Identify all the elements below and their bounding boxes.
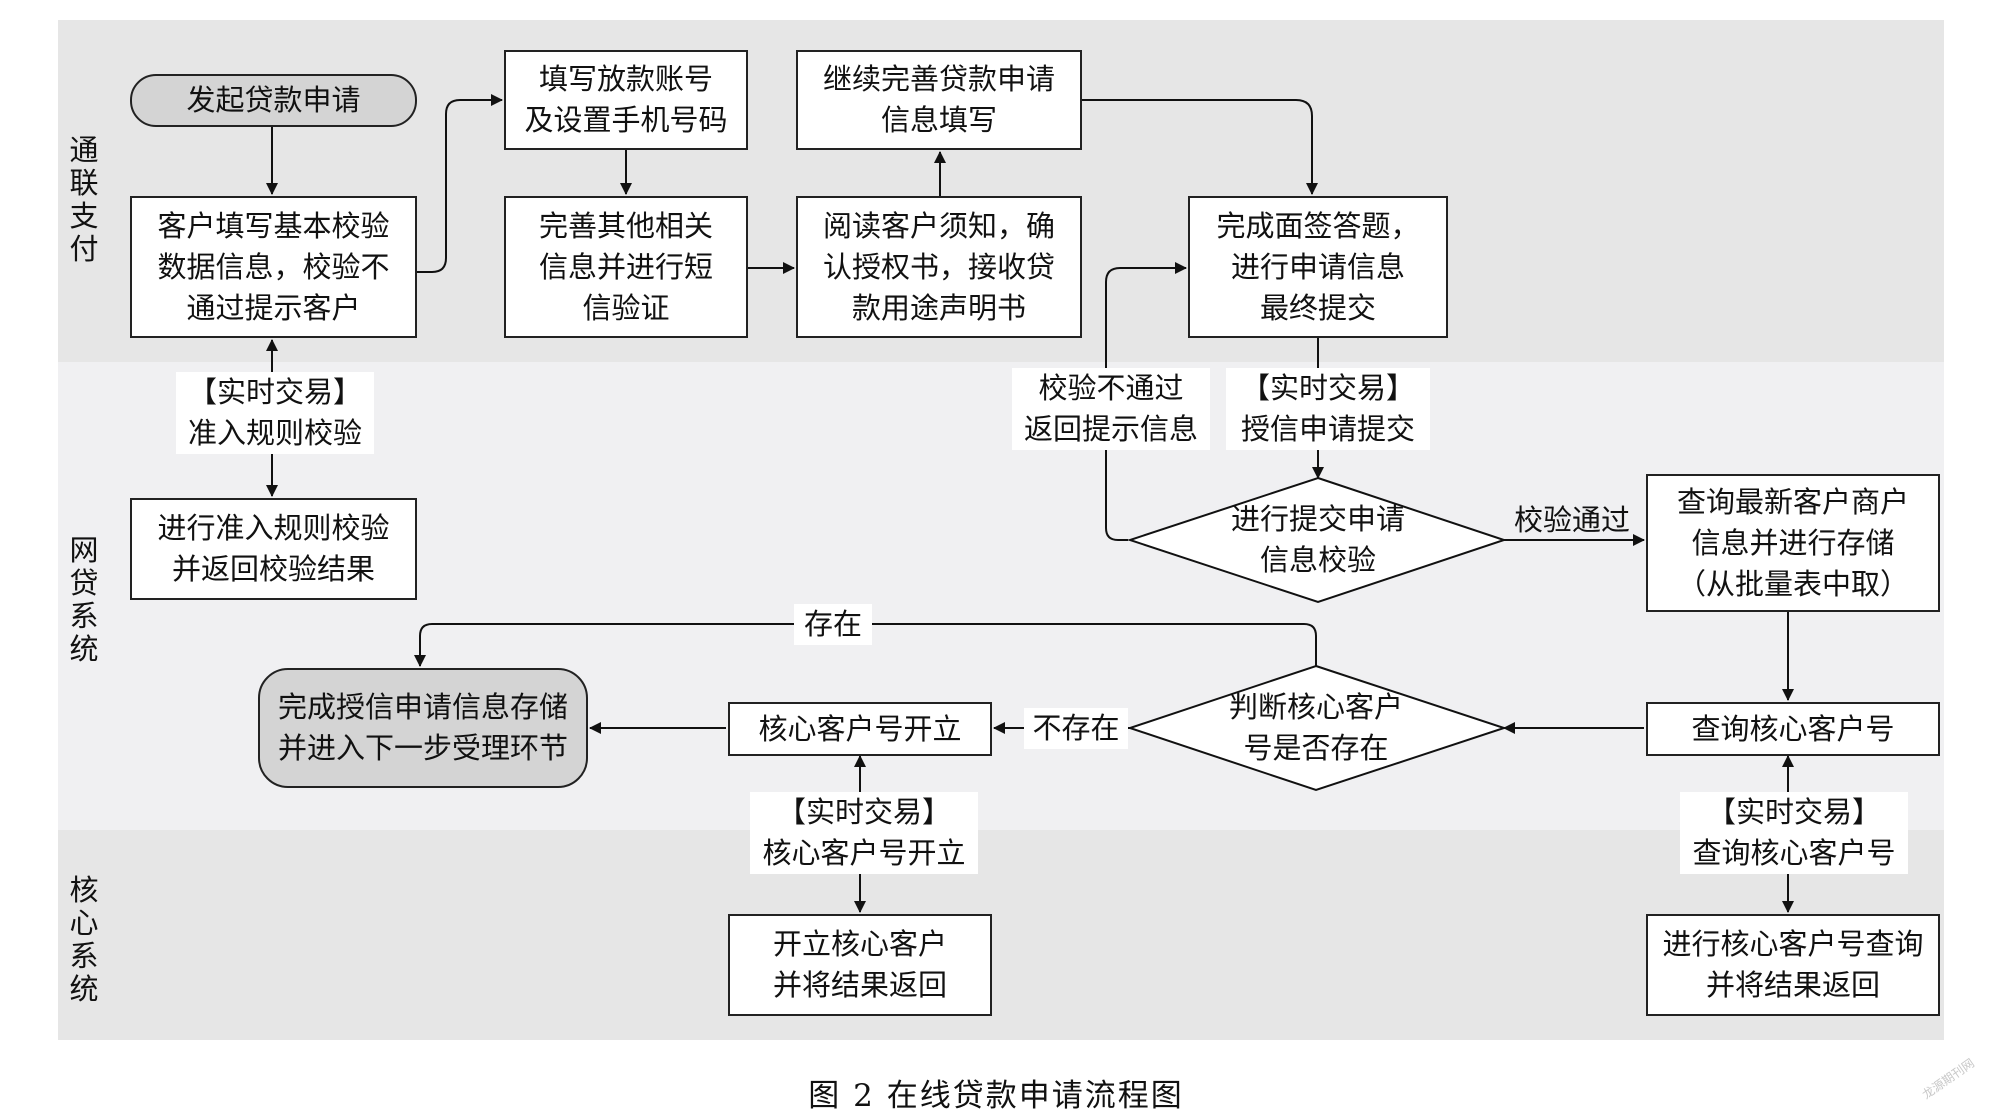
query-core-node: 查询核心客户号 — [1646, 702, 1940, 756]
edge-label-fail: 校验不通过 返回提示信息 — [1012, 368, 1210, 450]
open-core-node: 核心客户号开立 — [728, 702, 992, 756]
continue-apply-node: 继续完善贷款申请 信息填写 — [796, 50, 1082, 150]
finish-node: 完成授信申请信息存储 并进入下一步受理环节 — [258, 668, 588, 788]
edge-label-pass: 校验通过 — [1513, 503, 1630, 537]
query-merchant-node: 查询最新客户商户 信息并进行存储 （从批量表中取） — [1646, 474, 1940, 612]
complete-other-node: 完善其他相关 信息并进行短 信验证 — [504, 196, 748, 338]
lane-label-tonglian: 通联支付 — [69, 133, 99, 266]
edge-label-open-rt: 【实时交易】 核心客户号开立 — [750, 792, 978, 874]
core-query-node: 进行核心客户号查询 并将结果返回 — [1646, 914, 1940, 1016]
edge-label-not-exists: 不存在 — [1024, 708, 1128, 749]
lane-label-wangdai: 网贷系统 — [69, 533, 99, 666]
edge-continue-facesign — [1082, 99, 1318, 195]
edge-label-query-rt: 【实时交易】 查询核心客户号 — [1680, 792, 1908, 874]
fill-account-node: 填写放款账号 及设置手机号码 — [504, 50, 748, 150]
fill-basic-node: 客户填写基本校验 数据信息，校验不 通过提示客户 — [130, 196, 417, 338]
decision-judge-core — [1126, 664, 1508, 792]
core-open-node: 开立核心客户 并将结果返回 — [728, 914, 992, 1016]
admit-check-node: 进行准入规则校验 并返回校验结果 — [130, 498, 417, 600]
decision-submit-check — [1126, 476, 1508, 604]
edge-label-exists: 存在 — [794, 604, 872, 645]
lane-label-hexin: 核心系统 — [69, 873, 99, 1006]
lane-band-bottom — [58, 830, 1944, 1040]
figure-caption: 图 2 在线贷款申请流程图 — [808, 1078, 1184, 1114]
start-node: 发起贷款申请 — [130, 74, 417, 127]
edge-label-submit: 【实时交易】 授信申请提交 — [1226, 368, 1430, 450]
edge-label-admit: 【实时交易】 准入规则校验 — [176, 372, 374, 454]
edge-fillbasic-account — [417, 94, 503, 273]
read-notice-node: 阅读客户须知，确 认授权书，接收贷 款用途声明书 — [796, 196, 1082, 338]
judge-core-text: 判断核心客户 号是否存在 — [1228, 690, 1403, 765]
face-sign-node: 完成面签答题， 进行申请信息 最终提交 — [1188, 196, 1448, 338]
submit-check-text: 进行提交申请 信息校验 — [1230, 502, 1405, 577]
